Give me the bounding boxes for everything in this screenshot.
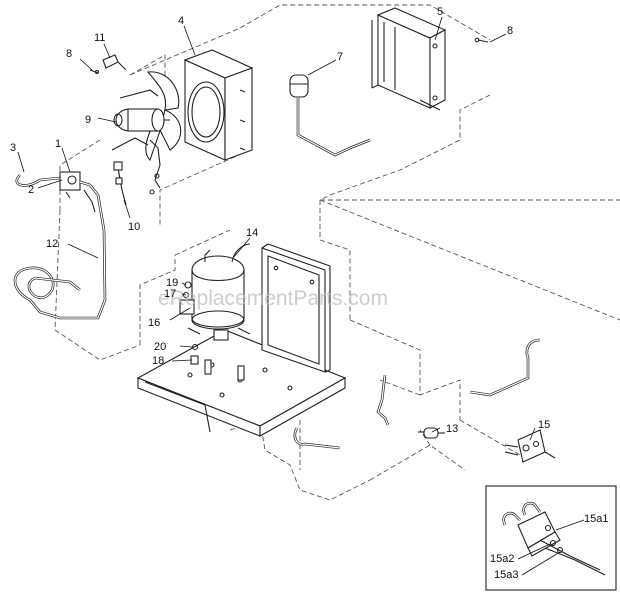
callout-2: 2 xyxy=(28,184,34,196)
callout-14: 14 xyxy=(246,227,258,239)
drier xyxy=(289,74,371,157)
callout-7: 7 xyxy=(337,51,343,63)
callout-5: 5 xyxy=(437,6,443,18)
valve-assembly xyxy=(504,429,556,463)
callout-15a2: 15a2 xyxy=(490,553,514,565)
watermark: eReplacementParts.com xyxy=(158,287,388,310)
callout-4: 4 xyxy=(178,15,184,27)
fan-motor xyxy=(111,71,182,195)
fan-bracket xyxy=(89,54,127,75)
fan-shroud xyxy=(183,49,254,161)
callout-19: 19 xyxy=(166,277,178,289)
condenser xyxy=(371,7,447,111)
callout-18: 18 xyxy=(152,355,164,367)
callout-15a3: 15a3 xyxy=(494,569,518,581)
leader-lines xyxy=(17,16,585,576)
thermostat-sensor xyxy=(418,427,445,439)
callout-9: 9 xyxy=(85,114,91,126)
control-switch xyxy=(15,171,106,231)
refrigerant-tubing xyxy=(293,338,541,450)
callout-13: 13 xyxy=(446,423,458,435)
callout-15: 15 xyxy=(538,419,550,431)
callout-3: 3 xyxy=(10,142,16,154)
callout-labels: 1 2 3 4 5 7 8 8 9 10 11 12 13 14 15 16 1… xyxy=(10,6,608,581)
base-pan xyxy=(136,329,347,437)
compressor xyxy=(179,243,251,341)
callout-1: 1 xyxy=(55,138,61,150)
inset-detail xyxy=(485,485,617,591)
assembly-guide-lines xyxy=(54,4,620,501)
callout-20: 20 xyxy=(154,341,166,353)
callout-17: 17 xyxy=(164,288,176,300)
callout-8-right: 8 xyxy=(507,25,513,37)
callout-16: 16 xyxy=(148,317,160,329)
screw-right xyxy=(474,37,489,43)
callout-10: 10 xyxy=(128,221,140,233)
callout-8-left: 8 xyxy=(66,48,72,60)
callout-11: 11 xyxy=(94,32,105,44)
callout-15a1: 15a1 xyxy=(584,513,608,525)
wire-harness xyxy=(113,161,127,206)
back-panel xyxy=(261,243,331,373)
callout-12: 12 xyxy=(46,238,58,250)
capillary-tube xyxy=(13,229,107,320)
